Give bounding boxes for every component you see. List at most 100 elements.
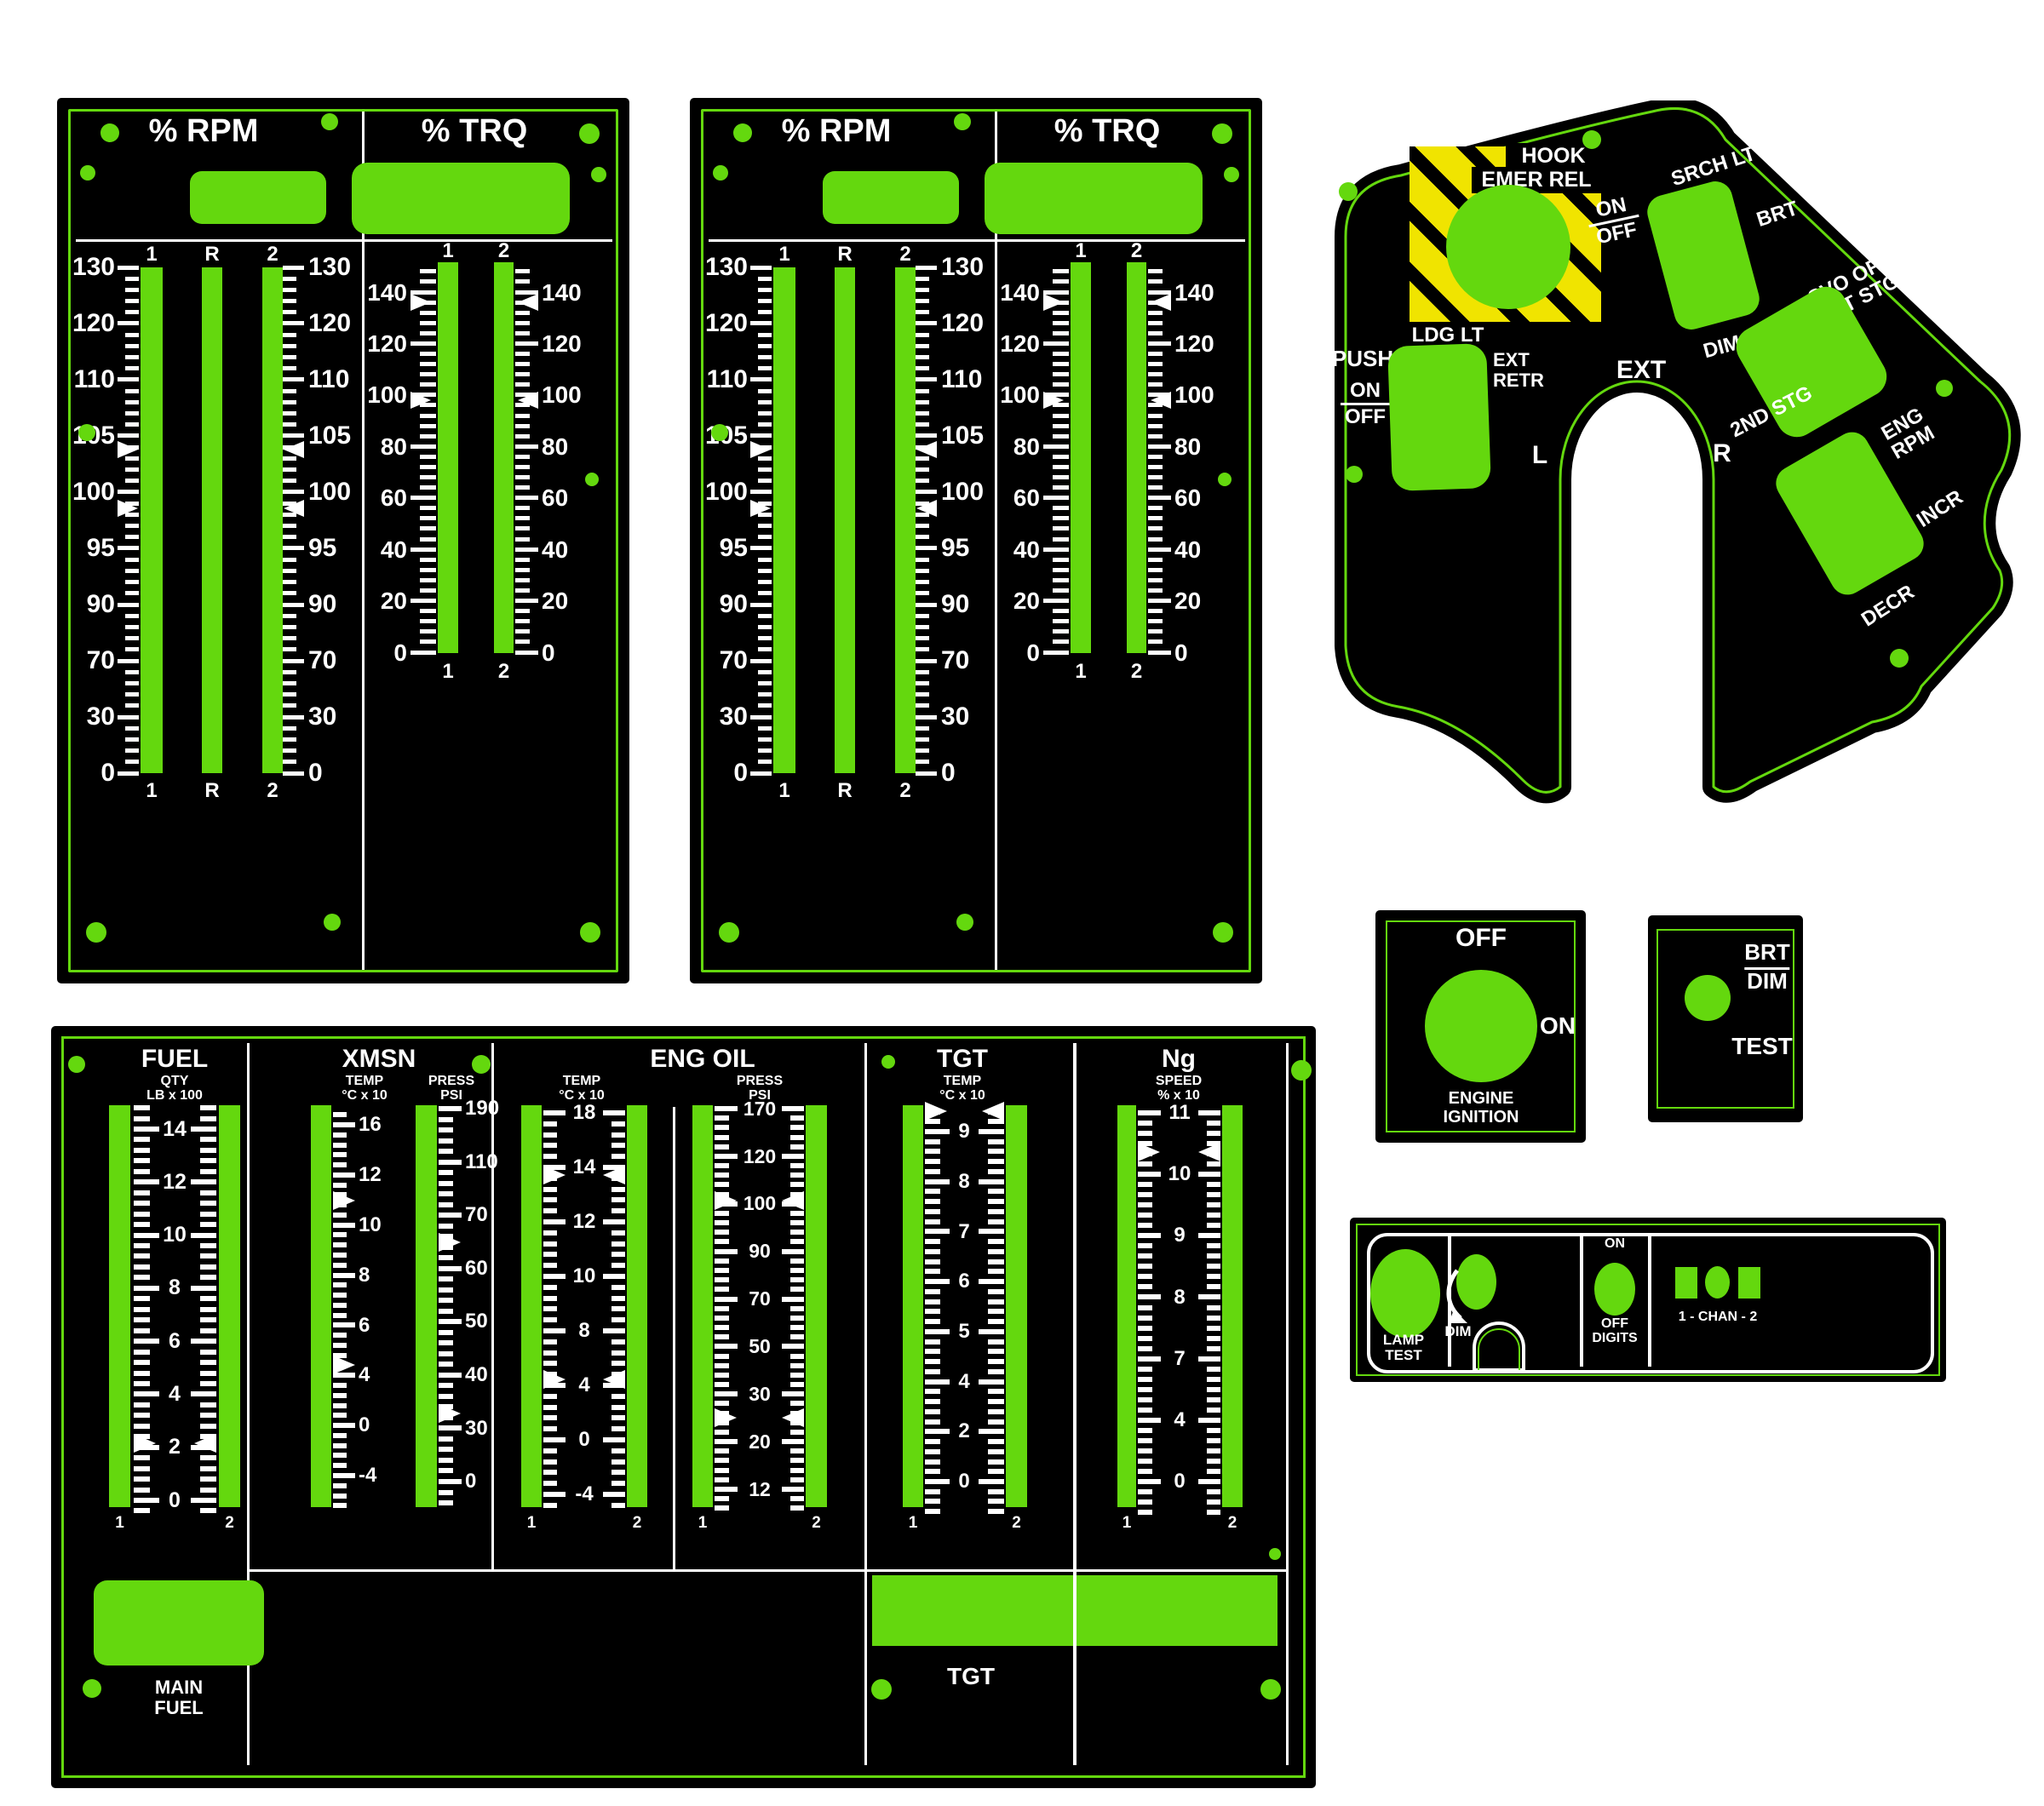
off-digits-knob[interactable] — [1594, 1263, 1635, 1316]
scale-tick — [611, 1394, 625, 1399]
scale-tick — [758, 681, 772, 685]
col-divider — [491, 1043, 494, 1571]
scale-tick — [750, 771, 772, 776]
scale-tick — [191, 1498, 216, 1503]
scale-label: 0 — [465, 1470, 477, 1493]
scale-tick — [283, 355, 296, 359]
engine-ignition-knob[interactable] — [1425, 970, 1537, 1082]
scale-tick — [1043, 599, 1069, 603]
scale-tick — [118, 546, 139, 550]
lamp-test-button[interactable] — [1370, 1249, 1440, 1338]
scale-label: 40 — [380, 536, 407, 563]
scale-tick — [1053, 588, 1069, 593]
scale-label: 80 — [542, 433, 569, 460]
hook-emer-rel-button[interactable] — [1446, 185, 1570, 309]
scale-tick — [1148, 321, 1163, 325]
scale-label: 80 — [1174, 433, 1202, 460]
scale-tick — [118, 490, 139, 494]
scale-tick — [715, 1106, 738, 1111]
scale-label: 0 — [308, 759, 323, 787]
scale-tick — [988, 1459, 1004, 1465]
scale-tick — [611, 1448, 625, 1453]
scale-tick — [134, 1222, 150, 1227]
limit-marker — [603, 1370, 625, 1389]
scale-tick — [758, 569, 772, 573]
scale-tick — [1138, 1408, 1152, 1413]
scale-tick — [333, 1503, 347, 1508]
scale-tick — [200, 1264, 216, 1270]
scale-tick — [333, 1172, 355, 1178]
scale-tick — [200, 1508, 216, 1513]
brt-dim-knob[interactable] — [1685, 975, 1731, 1021]
section-divider — [995, 112, 997, 970]
scale-label: 0 — [941, 759, 956, 787]
panel-border — [1386, 920, 1576, 1132]
scale-tick — [439, 1373, 462, 1378]
chan-window-2 — [1738, 1267, 1760, 1299]
screw-hole — [956, 914, 973, 931]
scale-tick — [1207, 1438, 1220, 1443]
scale-tick — [790, 1258, 804, 1264]
limit-marker — [715, 1191, 737, 1210]
header-line — [76, 239, 612, 242]
scale-tick — [916, 377, 937, 381]
scale-label: 0 — [1174, 639, 1188, 666]
scale-tick — [200, 1190, 216, 1195]
scale-tick — [333, 1473, 355, 1478]
ldg-lt-button[interactable] — [1387, 343, 1491, 491]
scale-label: 16 — [359, 1113, 382, 1136]
temp-text: TEMP — [345, 1074, 384, 1088]
scale-tick — [1043, 341, 1069, 346]
scale-tick — [750, 377, 772, 381]
scale-tick — [125, 524, 139, 528]
scale-tick — [758, 479, 772, 483]
scale-tick — [200, 1158, 216, 1163]
dim-knob[interactable] — [1456, 1254, 1496, 1310]
scale-tick — [1053, 639, 1069, 644]
scale-tick — [715, 1287, 729, 1292]
limit-marker — [284, 500, 304, 517]
scale-tick — [715, 1373, 729, 1378]
scale-tick — [439, 1202, 453, 1207]
scale-tick — [925, 1309, 940, 1314]
scale-tick — [283, 748, 296, 753]
scale-tick — [200, 1243, 216, 1248]
limit-marker — [982, 1102, 1004, 1121]
scale-tick — [925, 1169, 940, 1174]
strip-divider — [1580, 1233, 1583, 1367]
scale-tick — [134, 1413, 150, 1418]
scale-tick — [1053, 485, 1069, 490]
header-line — [709, 239, 1245, 242]
scale-tick — [420, 424, 436, 428]
panel-border — [1656, 929, 1794, 1109]
scale-tick — [1053, 609, 1069, 613]
scale-tick — [979, 1179, 1004, 1184]
scale-tick — [420, 362, 436, 366]
limit-marker — [518, 294, 538, 311]
scale-tick — [1138, 1356, 1161, 1362]
scale-tick — [1148, 465, 1163, 469]
scale-tick — [925, 1349, 940, 1354]
scale-tick — [283, 771, 304, 776]
scale-tick — [611, 1121, 625, 1127]
scale-tick — [790, 1287, 804, 1292]
limit-marker — [750, 500, 771, 517]
scale-tick — [925, 1269, 940, 1274]
scale-tick — [420, 475, 436, 479]
scale-tick — [988, 1209, 1004, 1214]
scale-tick — [1138, 1264, 1152, 1269]
scale-tick — [758, 726, 772, 731]
scale-tick — [925, 1179, 950, 1184]
scale-tick — [1053, 537, 1069, 542]
scale-tick — [420, 619, 436, 623]
scale-tick — [750, 490, 772, 494]
scale-tick — [439, 1458, 453, 1463]
scale-tick — [925, 1409, 940, 1414]
limit-marker — [925, 1102, 947, 1121]
scale-tick — [715, 1135, 729, 1140]
psi-text: PSI — [440, 1088, 462, 1103]
screw-hole — [83, 1679, 101, 1698]
scale-tick — [125, 310, 139, 314]
scale-tick — [715, 1249, 738, 1254]
strip-divider — [1648, 1233, 1651, 1367]
